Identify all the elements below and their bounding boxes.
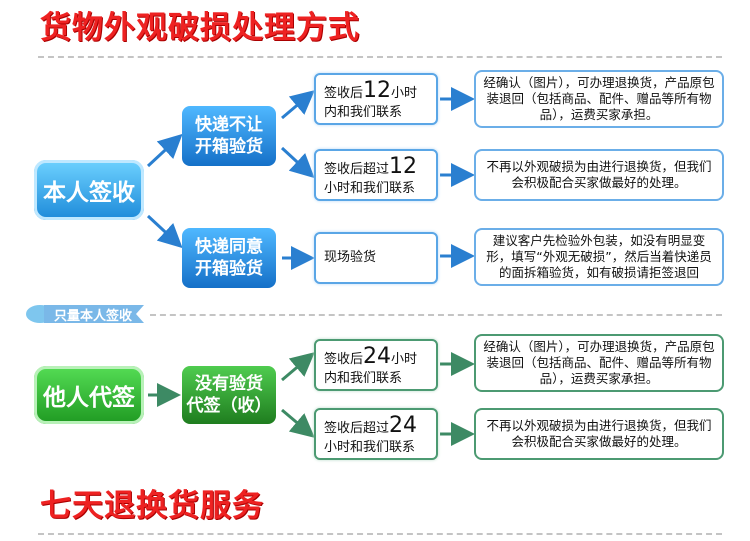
branch-signed-line2: 代签（收） xyxy=(186,396,272,416)
cond4-prefix: 签收后 xyxy=(324,352,364,368)
branch-no-inspection-line2: 开箱验货 xyxy=(195,137,263,157)
divider-top xyxy=(38,56,722,58)
condition-onsite-inspection: 现场验货 xyxy=(314,232,438,284)
cond1-number: 12 xyxy=(363,78,392,104)
cond2-prefix: 签收后超过 xyxy=(324,162,390,178)
cond4-number: 24 xyxy=(363,344,392,370)
divider-bottom xyxy=(38,533,722,535)
cond5-number: 24 xyxy=(389,413,418,439)
cond4-suffix: 内和我们联系 xyxy=(324,370,403,386)
condition-within-24h: 签收后24小时内和我们联系 xyxy=(314,339,438,391)
result-return-allowed-2: 经确认（图片），可办理退换货，产品原包装退回（包括商品、配件、赠品等所有物品），… xyxy=(474,334,724,392)
result-no-return-2: 不再以外观破损为由进行退换货，但我们会积极配合买家做最好的处理。 xyxy=(474,408,724,460)
cond1-suffix: 内和我们联系 xyxy=(324,104,403,120)
other-sign-box: 他人代签 xyxy=(34,366,144,424)
cond2-number: 12 xyxy=(389,154,418,180)
branch-signed-without-inspection: 没有验货代签（收） xyxy=(182,366,276,424)
branch-signed-line1: 没有验货 xyxy=(195,373,263,394)
branch-no-inspection-line1: 快递不让 xyxy=(195,114,263,135)
condition-within-12h: 签收后12小时内和我们联系 xyxy=(314,73,438,125)
branch-inspection-allowed: 快递同意开箱验货 xyxy=(182,228,276,288)
divider-middle xyxy=(150,314,722,316)
cond5-prefix: 签收后超过 xyxy=(324,421,390,437)
branch-no-inspection: 快递不让开箱验货 xyxy=(182,106,276,166)
cond2-suffix: 小时和我们联系 xyxy=(324,180,416,196)
result-return-allowed-1: 经确认（图片），可办理退换货，产品原包装退回（包括商品、配件、赠品等所有物品），… xyxy=(474,70,724,128)
cond3-text: 现场验货 xyxy=(324,249,377,265)
branch-inspection-allowed-line1: 快递同意 xyxy=(195,236,263,257)
cond4-unit: 小时 xyxy=(391,352,418,368)
cond1-prefix: 签收后 xyxy=(324,86,364,102)
result-inspection-advice: 建议客户先检验外包装，如没有明显变形，填写“外观无破损”，然后当着快递员的面拆箱… xyxy=(474,228,724,286)
self-sign-box: 本人签收 xyxy=(34,160,144,220)
ribbon-label: 只量本人签收 xyxy=(54,309,133,324)
section-title-seven-day: 七天退换货服务 xyxy=(40,488,264,524)
page-title: 货物外观破损处理方式 xyxy=(40,10,360,46)
ribbon-shape xyxy=(26,305,144,323)
cond5-suffix: 小时和我们联系 xyxy=(324,439,416,455)
cond1-unit: 小时 xyxy=(391,86,418,102)
result-no-return-1: 不再以外观破损为由进行退换货，但我们会积极配合买家做最好的处理。 xyxy=(474,149,724,201)
branch-inspection-allowed-line2: 开箱验货 xyxy=(195,259,263,279)
